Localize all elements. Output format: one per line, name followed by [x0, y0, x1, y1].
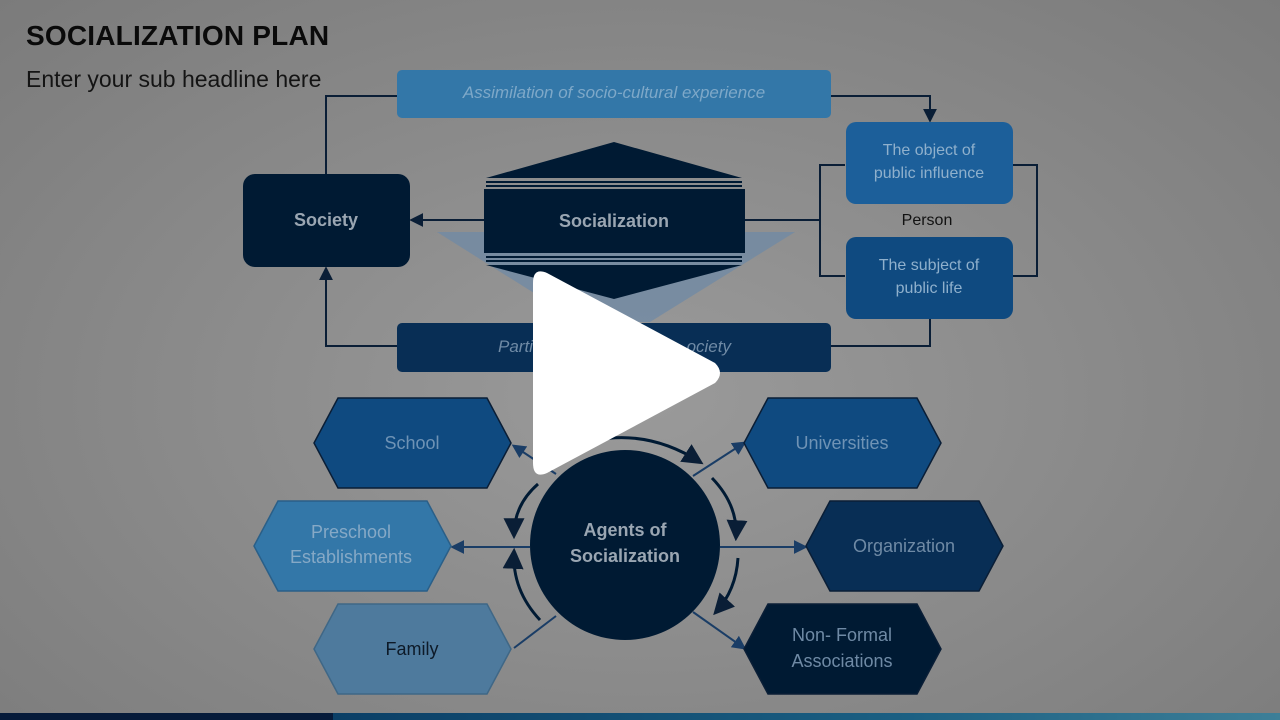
cycle-arrow-left-upper [503, 482, 539, 540]
agents-center: Agents of Socialization [530, 450, 720, 640]
person-label: Person [902, 212, 953, 229]
society-box: Society [243, 174, 410, 267]
subject-label-line2: public life [896, 280, 963, 297]
connector-subject-to-participation [831, 318, 931, 347]
cycle-arrow-right-lower [713, 557, 740, 616]
cycle-arrow-right-upper [710, 476, 748, 542]
connector-participation-to-society [319, 266, 397, 347]
society-label: Society [294, 210, 358, 230]
center-label-line1: Agents of [584, 520, 668, 540]
agent-universities: Universities [743, 397, 942, 489]
agent-nonformal-label-line1: Non- Formal [792, 625, 892, 645]
agent-nonformal: Non- Formal Associations [743, 603, 942, 695]
agent-organization: Organization [805, 500, 1004, 592]
bracket-person-right [1013, 164, 1038, 277]
participation-label-end: ociety [687, 337, 733, 356]
object-label-line1: The object of [883, 142, 976, 159]
object-label-line2: public influence [874, 165, 984, 182]
connector-assimilation-to-object [831, 95, 937, 123]
center-label-line2: Socialization [570, 546, 680, 566]
agent-family: Family [313, 603, 512, 695]
agent-school-label: School [384, 433, 439, 453]
agent-preschool-label-line1: Preschool [311, 522, 391, 542]
play-button[interactable] [533, 267, 725, 479]
agent-universities-label: Universities [795, 433, 888, 453]
assimilation-bar: Assimilation of socio-cultural experienc… [397, 70, 831, 118]
agent-nonformal-label-line2: Associations [791, 651, 892, 671]
connector-to-family [513, 615, 557, 649]
top-connectors [319, 95, 1038, 347]
connector-to-universities [692, 441, 747, 477]
play-icon[interactable] [533, 271, 720, 475]
cycle-arrow-left-lower [502, 547, 542, 622]
agent-family-label: Family [386, 639, 439, 659]
bottom-accent-bar [0, 713, 1280, 720]
slide-title: SOCIALIZATION PLAN [26, 20, 330, 51]
subject-label-line1: The subject of [879, 257, 980, 274]
object-box: The object of public influence [846, 122, 1013, 204]
connector-society-to-assimilation [325, 95, 397, 174]
slide-subtitle: Enter your sub headline here [26, 66, 322, 92]
subject-box: The subject of public life [846, 237, 1013, 319]
socialization-label: Socialization [559, 211, 669, 231]
participation-label-start: Parti [498, 337, 534, 356]
assimilation-label: Assimilation of socio-cultural experienc… [462, 83, 765, 102]
socialization-box: Socialization [484, 142, 745, 299]
agent-organization-label: Organization [853, 536, 955, 556]
connector-to-nonformal [692, 611, 747, 650]
agent-preschool: Preschool Establishments [253, 500, 452, 592]
agent-school: School [313, 397, 512, 489]
bracket-person-left [819, 164, 845, 277]
agent-preschool-label-line2: Establishments [290, 547, 412, 567]
